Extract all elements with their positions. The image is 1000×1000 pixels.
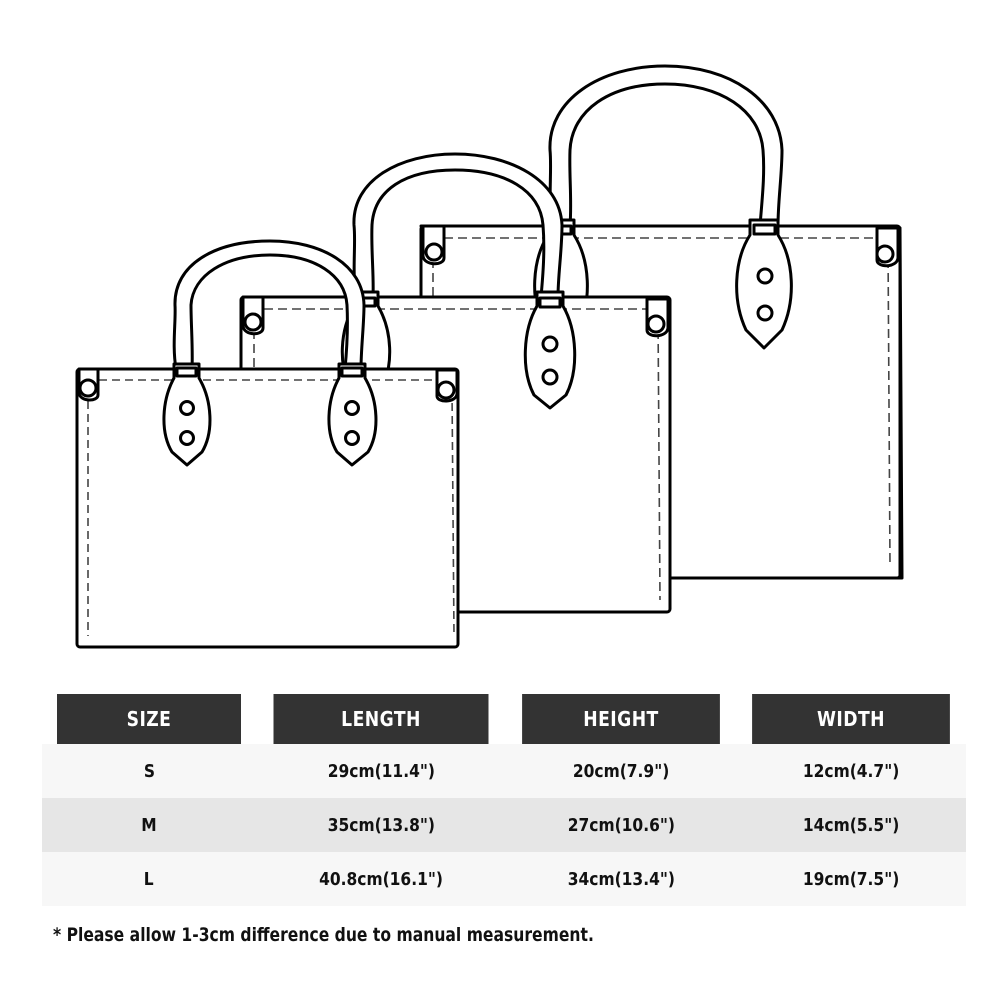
column-header-height: HEIGHT	[522, 694, 720, 744]
cell-height: 27cm(10.6")	[506, 798, 736, 852]
cell-size: S	[42, 744, 256, 798]
column-header-width: WIDTH	[752, 694, 950, 744]
cell-size: L	[42, 852, 256, 906]
cell-height: 20cm(7.9")	[506, 744, 736, 798]
table-row: M 35cm(13.8") 27cm(10.6") 14cm(5.5")	[42, 798, 966, 852]
cell-size: M	[42, 798, 256, 852]
cell-length: 40.8cm(16.1")	[256, 852, 506, 906]
measurement-disclaimer: * Please allow 1-3cm difference due to m…	[53, 924, 594, 946]
table-row: L 40.8cm(16.1") 34cm(13.4") 19cm(7.5")	[42, 852, 966, 906]
table-row: S 29cm(11.4") 20cm(7.9") 12cm(4.7")	[42, 744, 966, 798]
cell-length: 35cm(13.8")	[256, 798, 506, 852]
size-chart-table: SIZE LENGTH HEIGHT WIDTH S 29cm(11.4") 2…	[42, 694, 966, 906]
column-header-length: LENGTH	[273, 694, 489, 744]
small-bag	[75, 239, 460, 649]
cell-height: 34cm(13.4")	[506, 852, 736, 906]
handbag-size-illustration	[75, 64, 904, 649]
cell-length: 29cm(11.4")	[256, 744, 506, 798]
cell-width: 12cm(4.7")	[736, 744, 966, 798]
column-header-size: SIZE	[56, 694, 242, 744]
cell-width: 14cm(5.5")	[736, 798, 966, 852]
cell-width: 19cm(7.5")	[736, 852, 966, 906]
table-header-row: SIZE LENGTH HEIGHT WIDTH	[42, 694, 966, 744]
